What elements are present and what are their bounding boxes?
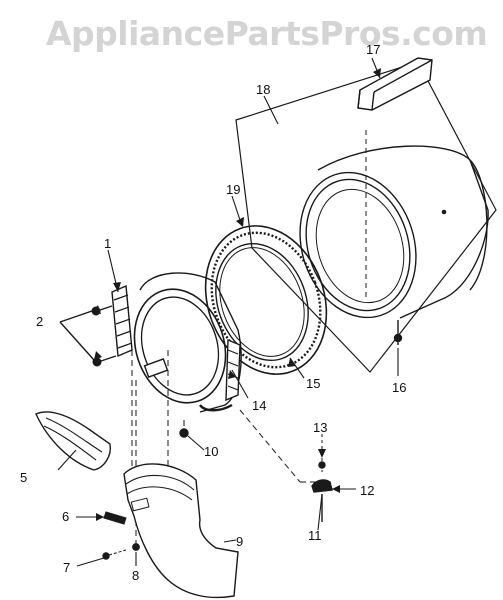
callout-13: 13 (313, 420, 328, 435)
part-17-bracket (357, 57, 433, 111)
part-6-clip (103, 511, 127, 525)
callout-11: 11 (308, 528, 322, 543)
part-1-front-panel (133, 272, 242, 413)
callout-18: 18 (256, 82, 271, 97)
callout-6: 6 (62, 509, 70, 524)
part-11-12-13-switch-parts (311, 434, 333, 522)
callout-17: 17 (366, 42, 381, 57)
callout-15: 15 (306, 376, 321, 391)
callout-9: 9 (236, 534, 244, 549)
callout-10: 10 (204, 444, 219, 459)
callout-12: 12 (360, 483, 375, 498)
callout-leader-lines (57, 57, 399, 567)
part-10-screw (179, 428, 189, 438)
callout-2: 2 (36, 314, 44, 329)
watermark-text: AppliancePartsPros.com (46, 14, 488, 53)
part-8-screw (132, 543, 140, 551)
callout-14: 14 (252, 398, 267, 413)
part-18-drum (299, 130, 489, 319)
part-7-screw (102, 549, 127, 560)
part-2-screws (59, 305, 117, 367)
callout-arrowheads (92, 68, 381, 521)
part-5-lint-filter (35, 411, 111, 471)
part-9-duct-panel (123, 463, 239, 599)
callout-7: 7 (63, 560, 71, 575)
part-19-15-14-seal-rings (204, 225, 328, 375)
callout-5: 5 (20, 470, 28, 485)
callout-16: 16 (392, 380, 407, 395)
part-16-screw (393, 320, 403, 345)
part-1-hinge-strip (111, 284, 133, 358)
callout-19: 19 (226, 182, 241, 197)
callout-1: 1 (104, 236, 112, 251)
callout-8: 8 (132, 568, 140, 583)
